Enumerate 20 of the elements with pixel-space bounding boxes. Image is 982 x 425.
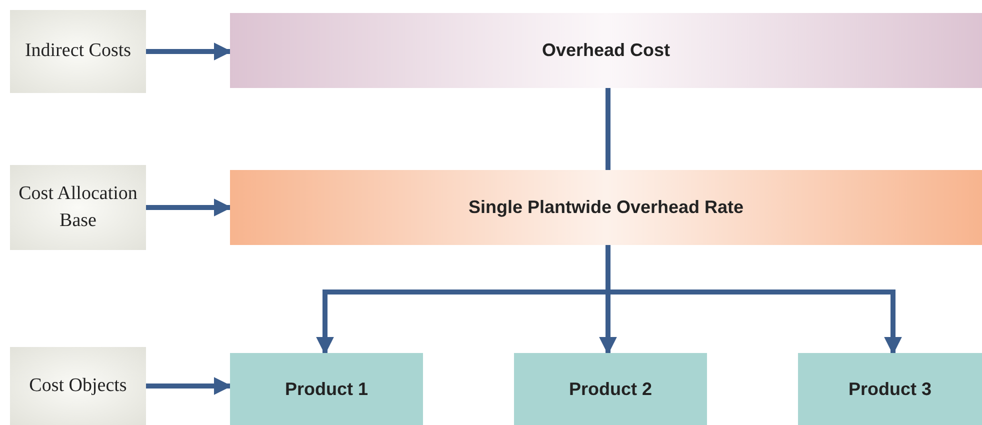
node-label: Cost Objects bbox=[29, 374, 127, 396]
node-label: Product 2 bbox=[568, 378, 652, 398]
node-label: Single Plantwide Overhead Rate bbox=[468, 197, 744, 217]
connector-line bbox=[606, 88, 610, 170]
product-box bbox=[798, 353, 982, 425]
product-box bbox=[230, 353, 423, 425]
label-box bbox=[10, 10, 146, 93]
product-box bbox=[514, 353, 707, 425]
arrow bbox=[146, 42, 232, 60]
rate-box bbox=[230, 170, 982, 245]
cost-box bbox=[230, 13, 982, 88]
node-label: Product 1 bbox=[284, 378, 368, 398]
node-label: Overhead Cost bbox=[542, 40, 670, 60]
node-label: Indirect Costs bbox=[24, 40, 132, 62]
node-label: Cost Allocation Base bbox=[18, 182, 138, 230]
label-box bbox=[10, 347, 146, 425]
label-box bbox=[10, 165, 146, 250]
arrow bbox=[146, 198, 232, 216]
arrow bbox=[146, 377, 232, 395]
node-label: Product 3 bbox=[848, 378, 932, 398]
